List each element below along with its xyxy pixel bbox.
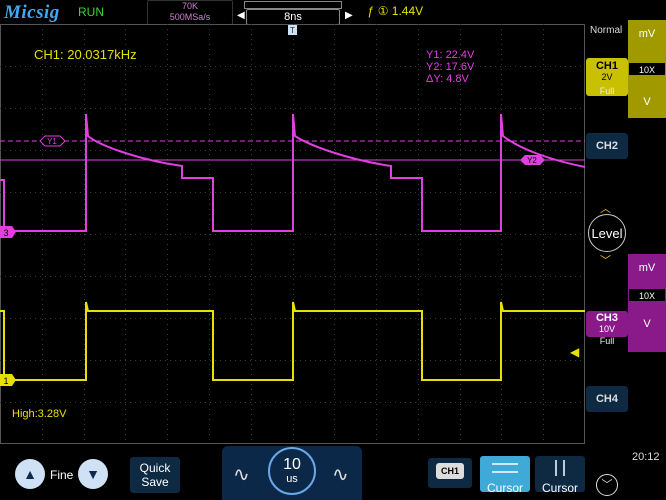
- ch3-unit-panel[interactable]: mV 10X V: [628, 254, 666, 352]
- trigger-level-marker[interactable]: ◀: [570, 345, 580, 359]
- arrow-right-icon[interactable]: ▶: [345, 10, 353, 21]
- high-measurement: High:3.28V: [12, 408, 67, 420]
- ch1-probe-ratio[interactable]: 10X: [628, 62, 666, 76]
- arrow-down-button[interactable]: ▼: [78, 459, 108, 489]
- waveform-position-bar[interactable]: [244, 1, 342, 9]
- timebase-unit: us: [286, 473, 298, 485]
- ch2-button[interactable]: CH2: [586, 133, 628, 159]
- acquisition-info[interactable]: 70K 500MSa/s: [147, 0, 233, 25]
- timebase-value: 10: [283, 456, 301, 473]
- ch1-coupling: Full: [599, 86, 615, 96]
- quick-save-line1: Quick: [139, 461, 171, 475]
- cursor-horizontal-button[interactable]: Cursor: [480, 456, 530, 495]
- fine-label[interactable]: Fine: [50, 468, 74, 482]
- cursor-y1-tag-label: Y1: [47, 137, 57, 146]
- ch3-coupling: Full: [599, 336, 615, 346]
- ch1-name: CH1: [595, 60, 618, 72]
- ch1-marker-label: 1: [3, 376, 8, 386]
- cursor-horizontal-label: Cursor: [486, 481, 523, 495]
- top-status-bar: [0, 0, 666, 24]
- arrow-up-icon: ▲: [23, 466, 37, 482]
- arrow-left-icon[interactable]: ◀: [237, 10, 245, 21]
- level-knob[interactable]: Level: [588, 214, 626, 252]
- clock: 20:12: [632, 451, 660, 463]
- ch1-button[interactable]: CH1 2V: [586, 58, 628, 96]
- ch1-unit-bottom[interactable]: V: [643, 96, 651, 108]
- ch3-name: CH3: [595, 312, 618, 324]
- channel-select-button[interactable]: CH1: [428, 458, 472, 488]
- cursor-vertical-label: Cursor: [541, 481, 578, 495]
- timebase-knob[interactable]: 10 us: [268, 447, 316, 495]
- timebase-increase-icon[interactable]: ∿: [332, 464, 349, 486]
- ch3-marker-label: 3: [3, 228, 8, 238]
- cursor-y2-value: Y2: 17.6V: [426, 61, 475, 73]
- cursor-y2-tag-label: Y2: [527, 156, 537, 165]
- brand-logo: Micsig: [4, 2, 60, 23]
- rising-edge-icon: ƒ: [367, 4, 374, 18]
- ch1-unit-top[interactable]: mV: [638, 28, 656, 40]
- timebase-decrease-icon[interactable]: ∿: [233, 464, 250, 486]
- chevron-down-icon[interactable]: ﹀: [600, 255, 611, 267]
- ch3-unit-top[interactable]: mV: [638, 262, 656, 274]
- waveform-display[interactable]: Y1 Y2 3 1 T: [0, 24, 585, 444]
- trigger-channel: ①: [377, 4, 389, 18]
- memory-depth: 70K: [181, 1, 198, 11]
- cursor-delta-value: ΔY: 4.8V: [426, 73, 469, 85]
- collapse-icon[interactable]: ﹀: [596, 474, 618, 496]
- ch3-marker[interactable]: 3: [0, 226, 16, 238]
- ch3-unit-bottom[interactable]: V: [643, 318, 651, 330]
- cursor-y2-tag[interactable]: Y2: [520, 155, 545, 165]
- run-status[interactable]: RUN: [78, 5, 104, 19]
- trigger-position-marker[interactable]: T: [288, 25, 297, 35]
- ch1-tag: CH1: [436, 463, 464, 479]
- horizontal-cursor-icon: [492, 463, 518, 473]
- chevron-up-icon[interactable]: ︿: [600, 203, 611, 215]
- ch1-marker[interactable]: 1: [0, 374, 16, 386]
- trigger-mode[interactable]: Normal: [590, 25, 623, 36]
- ch1-scale: 2V: [601, 72, 613, 82]
- svg-text:T: T: [290, 26, 295, 35]
- ch3-button[interactable]: CH3 10V: [586, 311, 628, 337]
- ch3-waveform: [0, 113, 585, 232]
- vertical-cursor-icon: [555, 460, 565, 476]
- ch1-unit-panel[interactable]: mV 10X V: [628, 20, 666, 118]
- frequency-readout: CH1: 20.0317kHz: [34, 47, 137, 62]
- sample-rate: 500MSa/s: [169, 12, 211, 22]
- ch3-probe-ratio[interactable]: 10X: [628, 288, 666, 302]
- ch1-waveform: [0, 301, 585, 381]
- cursor-y1-tag[interactable]: Y1: [39, 135, 66, 147]
- quick-save-line2: Save: [141, 475, 169, 489]
- arrow-up-button[interactable]: ▲: [15, 459, 45, 489]
- cursor-vertical-button[interactable]: Cursor: [535, 456, 585, 495]
- trigger-level: 1.44V: [391, 4, 424, 18]
- arrow-down-icon: ▼: [86, 466, 100, 482]
- quick-save-button[interactable]: Quick Save: [130, 457, 180, 493]
- cursor-y1-value: Y1: 22.4V: [426, 49, 475, 61]
- timebase-offset[interactable]: 8ns: [246, 9, 340, 25]
- ch3-scale: 10V: [598, 324, 615, 334]
- ch4-button[interactable]: CH4: [586, 386, 628, 412]
